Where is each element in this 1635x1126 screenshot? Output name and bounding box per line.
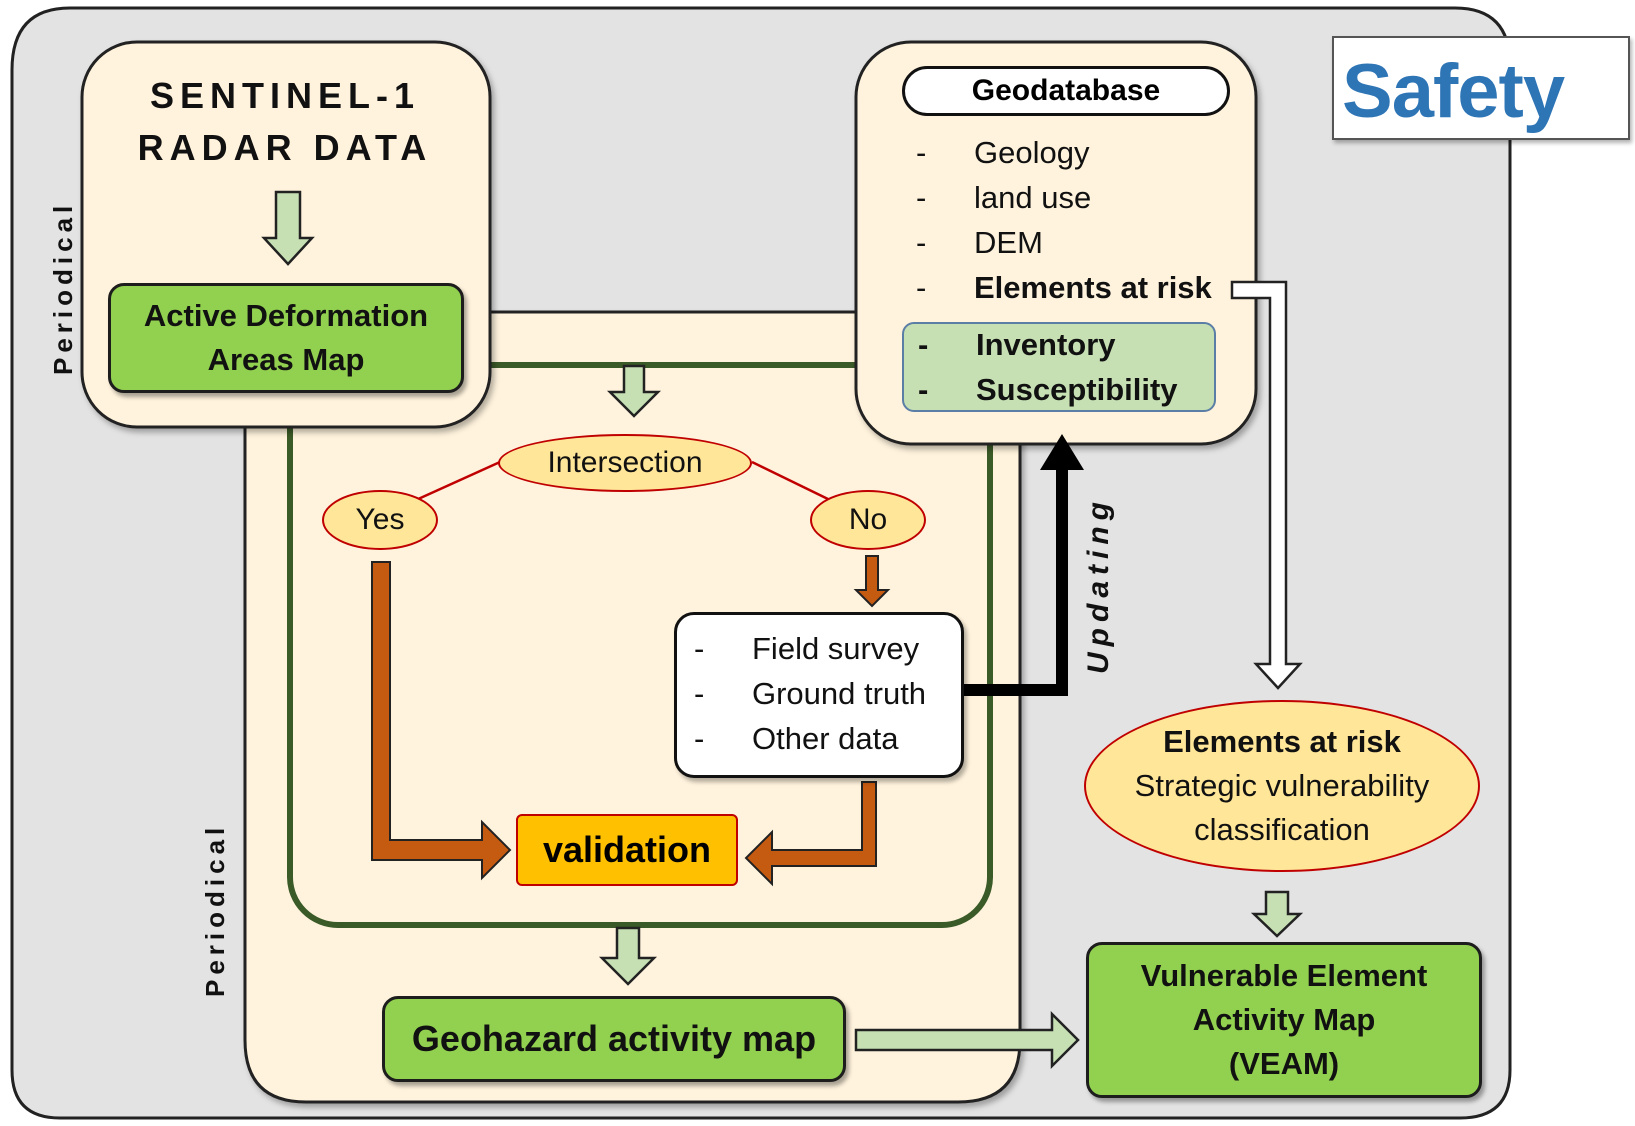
susceptibility-item: -Susceptibility xyxy=(918,372,1178,407)
sentinel-title-line-1: SENTINEL-1 xyxy=(149,75,421,116)
no-node: No xyxy=(810,490,926,550)
connector-yes xyxy=(415,460,501,502)
arrow-no-field xyxy=(853,555,891,608)
field-item: -Ground truth xyxy=(694,676,927,711)
arrow-yes-validation xyxy=(371,561,512,881)
safety-logo-text: Safety xyxy=(1342,49,1565,134)
geodatabase-item: -land use xyxy=(916,180,1092,215)
down-arrow-geohazard xyxy=(598,926,658,986)
elements-at-risk-title: Elements at risk xyxy=(1163,724,1401,759)
elements-at-risk-line-1: Strategic vulnerability xyxy=(1134,768,1430,803)
active-deformation-areas-map: Active Deformation Areas Map xyxy=(108,283,464,393)
periodical-label-top: Periodical xyxy=(48,200,78,376)
veam-line-3: (VEAM) xyxy=(1228,1046,1340,1081)
adam-line-1: Active Deformation xyxy=(143,298,429,333)
inventory-susceptibility-box xyxy=(902,322,1216,412)
updating-arrowhead xyxy=(1040,434,1084,470)
elements-at-risk-line-2: classification xyxy=(1194,812,1370,847)
inventory-susceptibility-list: -Inventory -Susceptibility xyxy=(918,322,1214,412)
field-item: -Other data xyxy=(694,721,899,756)
inventory-item: -Inventory xyxy=(918,327,1116,362)
field-item: -Field survey xyxy=(694,631,920,666)
adam-line-2: Areas Map xyxy=(207,342,365,377)
geodatabase-list: -Geology -land use -DEM -Elements at ris… xyxy=(916,130,1236,310)
field-data-list: -Field survey -Ground truth -Other data xyxy=(694,626,964,761)
geodatabase-item: -Geology xyxy=(916,135,1090,170)
down-arrow-veam xyxy=(1250,890,1304,938)
down-arrow-radar xyxy=(261,190,315,266)
veam-line-1: Vulnerable Element xyxy=(1140,958,1428,993)
periodical-label-bottom: Periodical xyxy=(200,822,230,998)
intersection-node: Intersection xyxy=(498,434,752,492)
connector-no xyxy=(751,460,831,502)
field-data-box xyxy=(674,612,964,778)
updating-arrow xyxy=(964,468,1068,696)
updating-label: Updating xyxy=(1082,496,1115,674)
arrow-field-validation xyxy=(744,781,877,887)
elements-at-risk-node: Elements at risk Strategic vulnerability… xyxy=(1084,700,1480,872)
veam-line-2: Activity Map xyxy=(1192,1002,1376,1037)
geodatabase-title: Geodatabase xyxy=(902,66,1230,116)
geohazard-activity-map: Geohazard activity map xyxy=(382,996,846,1082)
down-arrow-loop xyxy=(606,364,662,418)
sentinel-title: SENTINEL-1 RADAR DATA xyxy=(80,70,490,174)
geodatabase-item-elements-at-risk: -Elements at risk xyxy=(916,270,1212,305)
safety-logo xyxy=(1332,36,1630,140)
geodatabase-item: -DEM xyxy=(916,225,1043,260)
validation-node: validation xyxy=(516,814,738,886)
right-arrow-veam xyxy=(854,1010,1080,1070)
sentinel-title-line-2: RADAR DATA xyxy=(137,127,433,168)
yes-node: Yes xyxy=(322,490,438,550)
veam-box: Vulnerable Element Activity Map (VEAM) xyxy=(1086,942,1482,1098)
elements-link-arrow xyxy=(1230,280,1303,690)
